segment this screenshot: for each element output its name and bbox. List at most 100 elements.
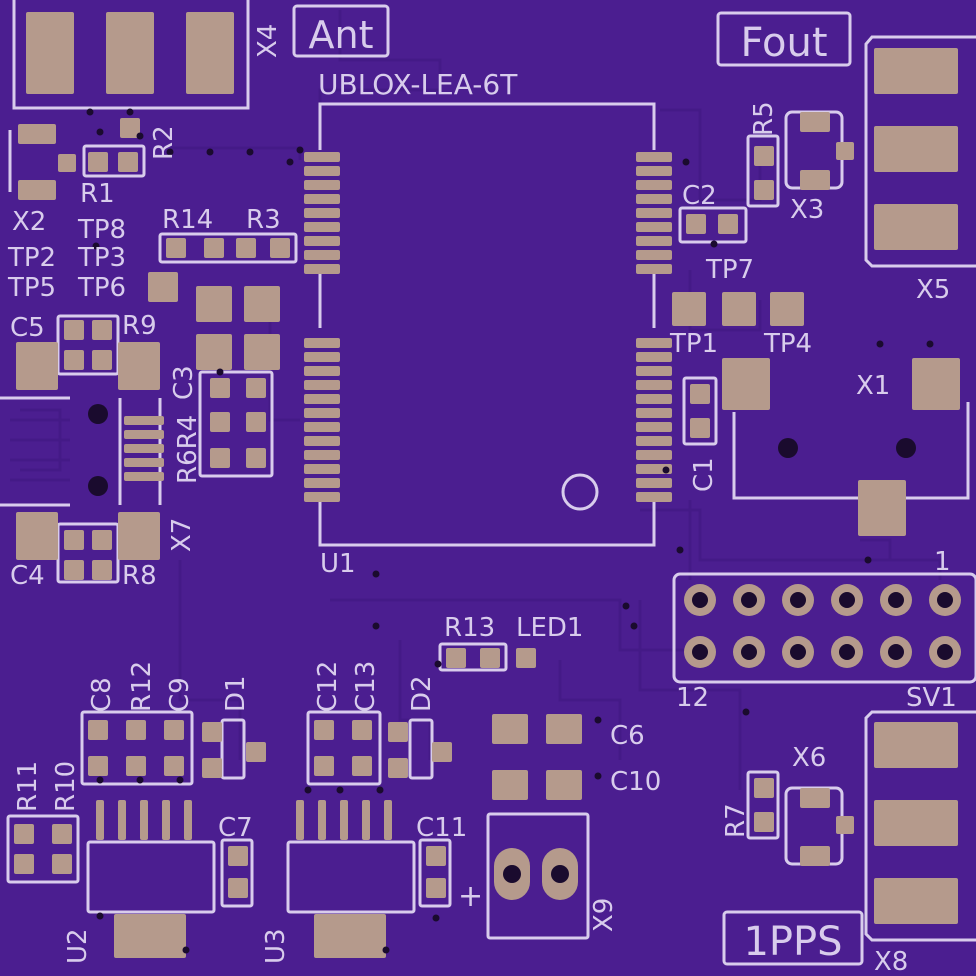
via <box>176 776 184 784</box>
u1-pin <box>636 194 672 204</box>
fout-label: Fout <box>740 20 827 66</box>
test-point <box>196 334 232 370</box>
u3-pin <box>340 800 348 840</box>
x7-pad <box>16 342 58 390</box>
x2-pad <box>58 154 76 172</box>
c7-label: C7 <box>218 813 253 843</box>
test-point <box>722 292 756 326</box>
u1-pin <box>636 338 672 348</box>
x7-pad <box>118 342 160 390</box>
pps-label: 1PPS <box>743 919 842 965</box>
via <box>92 242 100 250</box>
x6-pad <box>800 846 830 866</box>
smd-pad <box>480 648 500 668</box>
u2-label: U2 <box>63 928 93 964</box>
u1-pin <box>304 366 340 376</box>
led1-label: LED1 <box>516 613 583 643</box>
smd-pad <box>64 320 84 340</box>
tp3-label: TP3 <box>77 243 126 273</box>
via <box>434 660 442 668</box>
smd-pad <box>92 350 112 370</box>
c2-label: C2 <box>682 181 717 211</box>
u2-pin <box>184 800 192 840</box>
x1-label: X1 <box>856 371 890 401</box>
smd-pad <box>754 812 774 832</box>
smd-pad <box>754 146 774 166</box>
smd-pad <box>202 758 222 778</box>
smd-pad <box>88 720 108 740</box>
smd-pad <box>92 530 112 550</box>
u1-pin <box>304 408 340 418</box>
u1-label: U1 <box>320 549 356 579</box>
r3-label: R3 <box>246 205 281 235</box>
mount-hole <box>88 476 108 496</box>
smd-pad <box>388 722 408 742</box>
x7-pin <box>124 444 164 453</box>
via <box>710 240 718 248</box>
header-drill <box>839 592 855 608</box>
ublox-label: UBLOX-LEA-6T <box>318 68 518 101</box>
c10-pad <box>492 770 528 800</box>
smd-pad <box>246 448 266 468</box>
u1-pin <box>304 264 340 274</box>
c10-label: C10 <box>610 767 661 797</box>
u3-tab <box>314 914 386 958</box>
smd-pad <box>126 720 146 740</box>
smd-pad <box>210 412 230 432</box>
header-drill <box>888 644 904 660</box>
mount-hole <box>88 404 108 424</box>
via <box>594 716 602 724</box>
x1-pad <box>722 358 770 410</box>
via <box>216 368 224 376</box>
test-point <box>148 272 178 302</box>
c6-pad <box>546 714 582 744</box>
via <box>86 108 94 116</box>
via <box>206 148 214 156</box>
via <box>682 158 690 166</box>
smd-pad <box>164 720 184 740</box>
tp6-label: TP6 <box>77 273 126 303</box>
tp1-label: TP1 <box>669 329 718 359</box>
u1-pin <box>304 250 340 260</box>
u1-pin <box>636 380 672 390</box>
smd-pad <box>516 648 536 668</box>
u1-pin <box>636 166 672 176</box>
header-drill <box>692 592 708 608</box>
via <box>630 622 638 630</box>
u2-pin <box>162 800 170 840</box>
u1-pin <box>636 436 672 446</box>
c11-label: C11 <box>416 813 467 843</box>
u1-pin <box>636 408 672 418</box>
u3-pin <box>384 800 392 840</box>
smd-pad <box>88 152 108 172</box>
smd-pad <box>14 854 34 874</box>
header-drill <box>741 592 757 608</box>
u1-pin <box>636 352 672 362</box>
smd-pad <box>210 378 230 398</box>
c3-label: C3 <box>169 365 199 400</box>
x4-pad <box>186 12 234 94</box>
smd-pad <box>426 878 446 898</box>
smd-pad <box>64 350 84 370</box>
r8-label: R8 <box>122 561 157 591</box>
u1-pin <box>636 366 672 376</box>
test-point <box>244 334 280 370</box>
r7-label: R7 <box>721 803 751 838</box>
x1-pad <box>858 480 906 536</box>
x6-pad <box>836 816 854 834</box>
r12-label: R12 <box>127 661 157 712</box>
x9-label: X9 <box>589 898 619 932</box>
via <box>382 946 390 954</box>
smd-pad <box>228 878 248 898</box>
u2-pin <box>140 800 148 840</box>
x5-pad <box>874 126 958 172</box>
u1-pin <box>304 422 340 432</box>
u1-pin <box>304 492 340 502</box>
header-drill <box>741 644 757 660</box>
tp8-label: TP8 <box>77 215 126 245</box>
u3-pin <box>362 800 370 840</box>
u1-pin <box>636 222 672 232</box>
smd-pad <box>236 238 256 258</box>
u1-pin <box>304 152 340 162</box>
